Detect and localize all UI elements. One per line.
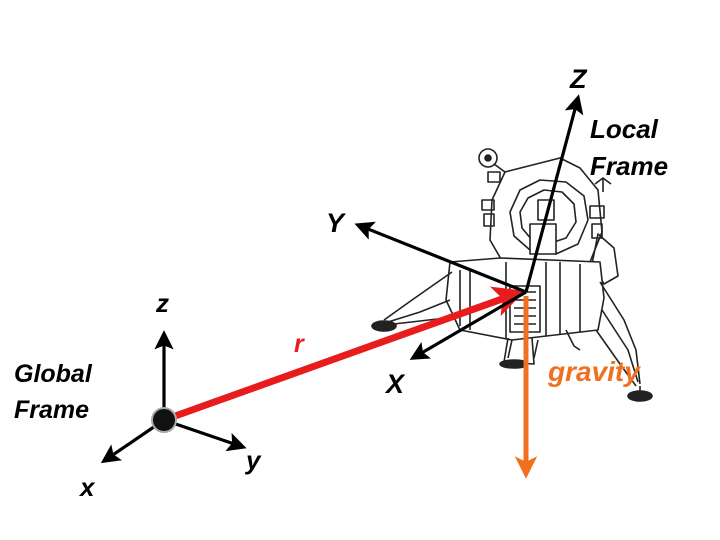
global-y-label: y xyxy=(244,445,262,475)
global-origin-dot xyxy=(151,407,177,433)
local-y-axis xyxy=(354,221,527,294)
local-y-label: Y xyxy=(326,208,347,238)
global-frame-label-line2: Frame xyxy=(14,396,89,424)
global-z-label: z xyxy=(155,288,169,318)
global-frame-label-line1: Global xyxy=(14,360,93,388)
local-x-axis xyxy=(409,290,527,360)
local-z-label: Z xyxy=(569,64,588,94)
local-frame-axes xyxy=(354,94,584,360)
position-vector-r xyxy=(162,286,525,424)
gravity-label: gravity xyxy=(547,356,641,387)
global-x-label: x xyxy=(78,472,96,502)
local-frame-label-line1: Local xyxy=(590,114,659,144)
local-x-label: X xyxy=(384,369,406,399)
lunar-module-icon xyxy=(371,148,653,402)
local-z-axis xyxy=(524,94,584,293)
global-y-axis xyxy=(163,418,247,452)
position-vector-label: r xyxy=(294,330,305,358)
local-frame-label-line2: Frame xyxy=(590,151,668,181)
